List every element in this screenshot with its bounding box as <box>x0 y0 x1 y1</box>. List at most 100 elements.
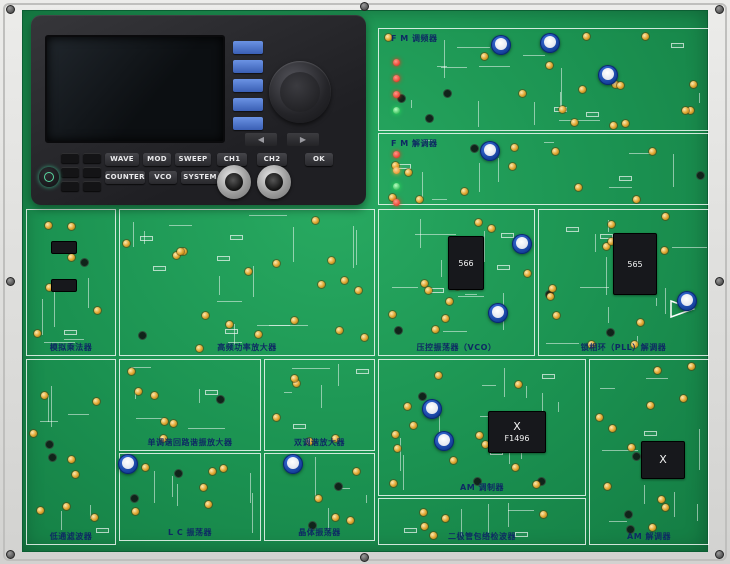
terminal-pad[interactable] <box>420 508 428 516</box>
terminal-pad[interactable] <box>328 256 336 264</box>
terminal-pad[interactable] <box>172 252 180 260</box>
terminal-pad[interactable] <box>360 333 368 341</box>
keypad-button[interactable] <box>83 181 101 191</box>
terminal-pad[interactable] <box>273 260 281 268</box>
terminal-pad[interactable] <box>434 372 442 380</box>
terminal-pad[interactable] <box>405 169 413 177</box>
softkey[interactable] <box>233 117 263 130</box>
keypad-button[interactable] <box>61 153 79 163</box>
tuning-knob[interactable] <box>480 141 500 161</box>
terminal-pad[interactable] <box>151 391 159 399</box>
softkey[interactable] <box>233 41 263 54</box>
terminal-pad[interactable] <box>353 467 361 475</box>
tuning-knob[interactable] <box>488 303 508 323</box>
terminal-pad[interactable] <box>141 464 149 472</box>
softkey[interactable] <box>233 60 263 73</box>
terminal-pad[interactable] <box>546 292 554 300</box>
terminal-pad[interactable] <box>40 391 48 399</box>
tuning-knob[interactable] <box>677 291 697 311</box>
terminal-pad[interactable] <box>442 314 450 322</box>
ch1-button[interactable]: CH1 <box>217 153 247 166</box>
terminal-pad[interactable] <box>404 402 412 410</box>
terminal-pad[interactable] <box>272 414 280 422</box>
terminal-pad[interactable] <box>331 513 339 521</box>
tuning-knob[interactable] <box>540 33 560 53</box>
terminal-pad[interactable] <box>291 316 299 324</box>
tuning-knob[interactable] <box>434 431 454 451</box>
terminal-pad[interactable] <box>306 438 314 446</box>
tuning-knob[interactable] <box>422 399 442 419</box>
terminal-pad[interactable] <box>384 34 392 42</box>
terminal-pad[interactable] <box>409 421 417 429</box>
terminal-pad[interactable] <box>293 380 301 388</box>
terminal-pad[interactable] <box>347 516 355 524</box>
keypad-button[interactable] <box>61 181 79 191</box>
softkey[interactable] <box>233 98 263 111</box>
mod-button[interactable]: MOD <box>143 153 171 166</box>
terminal-pad[interactable] <box>609 121 617 129</box>
terminal-pad[interactable] <box>660 246 668 254</box>
terminal-pad[interactable] <box>430 532 438 540</box>
terminal-pad[interactable] <box>523 270 531 278</box>
terminal-pad[interactable] <box>255 330 263 338</box>
terminal-pad[interactable] <box>63 502 71 510</box>
ch2-button[interactable]: CH2 <box>257 153 287 166</box>
keypad-button[interactable] <box>83 167 101 177</box>
tuning-knob[interactable] <box>283 454 303 474</box>
terminal-pad[interactable] <box>220 465 228 473</box>
vco-button[interactable]: VCO <box>149 171 177 184</box>
terminal-pad[interactable] <box>90 513 98 521</box>
terminal-pad[interactable] <box>425 287 433 295</box>
terminal-pad[interactable] <box>612 81 620 89</box>
terminal-pad[interactable] <box>340 277 348 285</box>
terminal-pad[interactable] <box>481 53 489 61</box>
terminal-pad[interactable] <box>393 444 401 452</box>
terminal-pad[interactable] <box>389 193 397 201</box>
terminal-pad[interactable] <box>134 387 142 395</box>
terminal-pad[interactable] <box>388 311 396 319</box>
terminal-pad[interactable] <box>160 435 168 443</box>
left-arrow-button[interactable]: ◀ <box>245 133 277 146</box>
terminal-pad[interactable] <box>688 363 696 371</box>
terminal-pad[interactable] <box>482 441 490 449</box>
terminal-pad[interactable] <box>331 435 339 443</box>
terminal-pad[interactable] <box>391 161 399 169</box>
terminal-pad[interactable] <box>546 61 554 69</box>
terminal-pad[interactable] <box>608 424 616 432</box>
terminal-pad[interactable] <box>209 468 217 476</box>
terminal-pad[interactable] <box>603 243 611 251</box>
terminal-pad[interactable] <box>539 511 547 519</box>
terminal-pad[interactable] <box>392 431 400 439</box>
terminal-pad[interactable] <box>461 187 469 195</box>
terminal-pad[interactable] <box>160 418 168 426</box>
terminal-pad[interactable] <box>648 523 656 531</box>
terminal-pad[interactable] <box>416 195 424 203</box>
terminal-pad[interactable] <box>487 224 495 232</box>
terminal-pad[interactable] <box>33 330 41 338</box>
terminal-pad[interactable] <box>587 340 595 348</box>
counter-button[interactable]: COUNTER <box>105 171 145 184</box>
power-button[interactable] <box>39 167 59 187</box>
terminal-pad[interactable] <box>123 240 131 248</box>
terminal-pad[interactable] <box>199 484 207 492</box>
terminal-pad[interactable] <box>67 254 75 262</box>
terminal-pad[interactable] <box>662 504 670 512</box>
terminal-pad[interactable] <box>679 395 687 403</box>
terminal-pad[interactable] <box>607 220 615 228</box>
terminal-pad[interactable] <box>446 298 453 306</box>
terminal-pad[interactable] <box>37 506 45 514</box>
terminal-pad[interactable] <box>475 431 483 439</box>
terminal-pad[interactable] <box>574 183 582 191</box>
terminal-pad[interactable] <box>204 500 212 508</box>
terminal-pad[interactable] <box>176 247 184 255</box>
terminal-pad[interactable] <box>570 118 578 126</box>
terminal-pad[interactable] <box>682 107 689 114</box>
terminal-pad[interactable] <box>653 366 661 374</box>
rotary-knob[interactable] <box>269 61 331 123</box>
terminal-pad[interactable] <box>553 312 561 320</box>
terminal-pad[interactable] <box>582 33 590 41</box>
terminal-pad[interactable] <box>225 321 233 329</box>
terminal-pad[interactable] <box>548 284 556 292</box>
terminal-pad[interactable] <box>661 213 669 221</box>
terminal-pad[interactable] <box>646 401 654 409</box>
